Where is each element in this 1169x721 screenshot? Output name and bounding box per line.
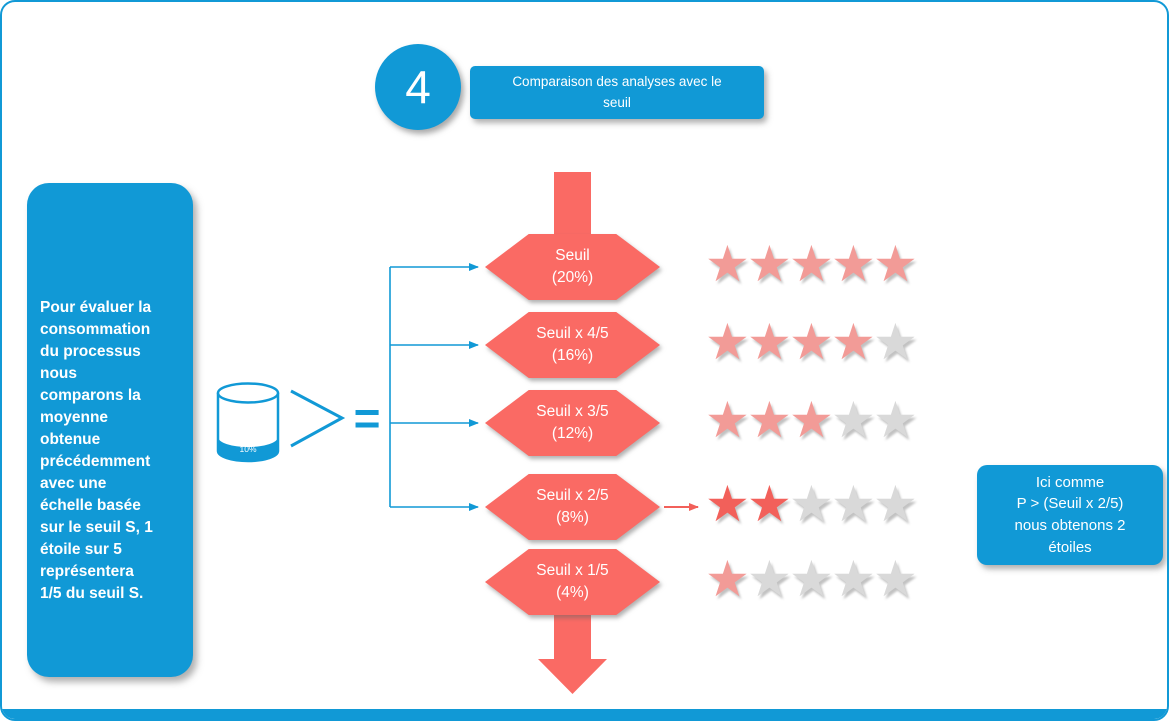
- star-empty-icon: ★: [831, 476, 876, 532]
- star-empty-icon: ★: [789, 551, 834, 607]
- star-filled-icon: ★: [705, 476, 750, 532]
- star-rating-row-2: ★★★★★: [705, 313, 918, 373]
- star-filled-icon: ★: [705, 392, 750, 448]
- star-rating-row-5: ★★★★★: [705, 550, 918, 610]
- star-filled-icon: ★: [747, 314, 792, 370]
- star-filled-icon: ★: [831, 314, 876, 370]
- equals-symbol: =: [353, 392, 381, 444]
- star-empty-icon: ★: [873, 551, 918, 607]
- star-filled-icon: ★: [831, 236, 876, 292]
- threshold-hexagon-2: Seuil x 4/5 (16%): [485, 312, 660, 378]
- star-filled-icon: ★: [705, 314, 750, 370]
- threshold-hexagon-5: Seuil x 1/5 (4%): [485, 549, 660, 615]
- threshold-label: Seuil x 2/5 (8%): [536, 486, 609, 526]
- database-icon: 10%: [215, 382, 281, 477]
- database-fill-label: 10%: [239, 444, 256, 454]
- star-filled-icon: ★: [705, 551, 750, 607]
- step-number-badge: 4: [375, 44, 461, 130]
- database-fill-level: [218, 437, 278, 461]
- threshold-label: Seuil (20%): [551, 246, 594, 286]
- star-rating-row-3: ★★★★★: [705, 391, 918, 451]
- threshold-label: Seuil x 4/5 (16%): [536, 324, 609, 364]
- star-empty-icon: ★: [789, 476, 834, 532]
- star-filled-icon: ★: [747, 392, 792, 448]
- star-empty-icon: ★: [873, 314, 918, 370]
- threshold-label: Seuil x 3/5 (12%): [536, 402, 609, 442]
- star-filled-icon: ★: [705, 236, 750, 292]
- star-empty-icon: ★: [873, 476, 918, 532]
- result-note-text: Ici comme P > (Seuil x 2/5) nous obtenon…: [1014, 473, 1126, 556]
- page-title: Comparaison des analyses avec le seuil: [512, 74, 722, 110]
- title-box: Comparaison des analyses avec le seuil: [470, 66, 764, 119]
- star-empty-icon: ★: [831, 551, 876, 607]
- star-filled-icon: ★: [789, 314, 834, 370]
- star-empty-icon: ★: [747, 551, 792, 607]
- description-text: Pour évaluer la consommation du processu…: [40, 299, 153, 602]
- star-rating-row-4: ★★★★★: [705, 475, 918, 535]
- greater-than-icon: [288, 388, 346, 455]
- result-note: Ici comme P > (Seuil x 2/5) nous obtenon…: [977, 465, 1163, 565]
- star-filled-icon: ★: [747, 476, 792, 532]
- star-filled-icon: ★: [747, 236, 792, 292]
- step-number: 4: [405, 61, 431, 113]
- star-rating-row-1: ★★★★★: [705, 235, 918, 295]
- star-filled-icon: ★: [873, 236, 918, 292]
- threshold-label: Seuil x 1/5 (4%): [536, 561, 609, 601]
- threshold-hexagon-1: Seuil (20%): [485, 234, 660, 300]
- threshold-hexagon-4: Seuil x 2/5 (8%): [485, 474, 660, 540]
- star-empty-icon: ★: [831, 392, 876, 448]
- threshold-hexagon-3: Seuil x 3/5 (12%): [485, 390, 660, 456]
- star-filled-icon: ★: [789, 392, 834, 448]
- star-empty-icon: ★: [873, 392, 918, 448]
- bottom-accent-bar: [2, 709, 1167, 719]
- description-panel: Pour évaluer la consommation du processu…: [27, 183, 193, 677]
- star-filled-icon: ★: [789, 236, 834, 292]
